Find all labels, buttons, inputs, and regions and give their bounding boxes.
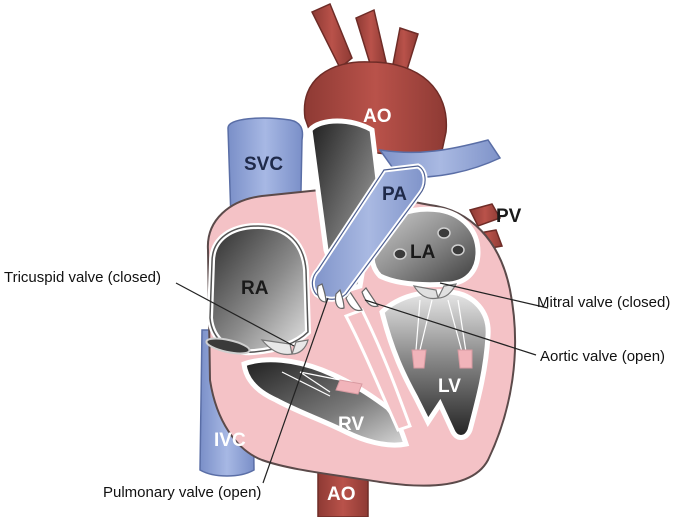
left-atrium	[369, 206, 481, 288]
aortic-valve	[345, 287, 379, 312]
interventricular-septum	[343, 308, 412, 432]
pulmonary-artery-outline	[311, 165, 426, 300]
label-ivc: IVC	[214, 430, 246, 451]
pulmonary-valve	[316, 283, 345, 309]
callout-aortic: Aortic valve (open)	[540, 348, 665, 365]
mitral-leader	[439, 282, 549, 309]
tricuspid-leader	[175, 282, 295, 347]
label-pv: PV	[496, 206, 522, 227]
callout-pulmonary: Pulmonary valve (open)	[103, 484, 261, 501]
pulmonary-leader	[262, 297, 329, 484]
callout-lines	[175, 282, 549, 484]
tricuspid-valve	[260, 339, 309, 356]
label-ao-bottom: AO	[327, 484, 356, 505]
label-ao-top: AO	[363, 106, 392, 127]
label-lv: LV	[438, 376, 461, 397]
aortic-leader	[364, 299, 537, 356]
callout-tricuspid: Tricuspid valve (closed)	[4, 269, 161, 286]
label-svc: SVC	[244, 154, 283, 175]
lv-papillary-muscles	[411, 299, 473, 369]
label-ra: RA	[241, 278, 269, 299]
rv-papillary-muscles	[281, 371, 363, 397]
label-la: LA	[410, 242, 436, 263]
label-rv: RV	[338, 414, 364, 435]
pulmonary-vein-openings	[393, 227, 465, 260]
coronary-sinus	[205, 337, 251, 355]
mitral-valve	[412, 283, 458, 300]
callout-mitral: Mitral valve (closed)	[537, 294, 670, 311]
right-ventricle	[241, 357, 410, 448]
label-pa: PA	[382, 184, 407, 205]
